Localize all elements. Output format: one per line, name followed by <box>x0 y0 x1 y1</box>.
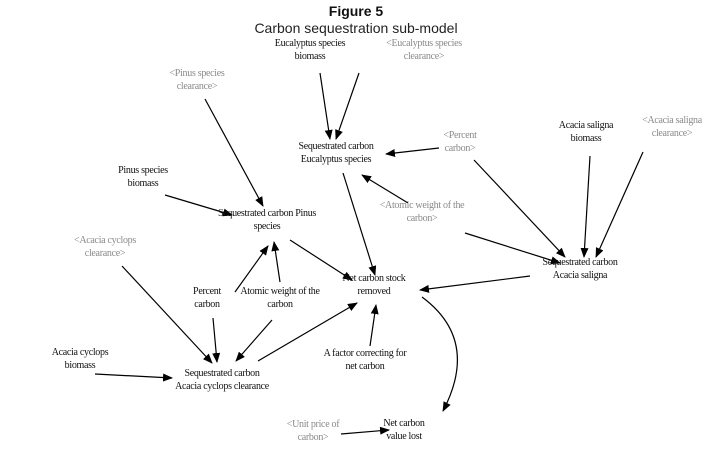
node-label-line: Acacia cyclops <box>51 347 109 358</box>
node-label-line: removed <box>357 286 391 297</box>
figure-title: Carbon sequestration sub-model <box>254 20 458 36</box>
node-euc-clear: <Eucalyptus species clearance> <box>386 37 462 63</box>
link-atomic-shadow-to-seq-euc <box>361 174 409 204</box>
link-factor-to-net-stock <box>369 304 379 347</box>
node-label-line: Percent <box>193 286 221 297</box>
link-pct-carbon-shadow-to-seq-euc <box>385 147 440 157</box>
node-seq-pinus: Sequestrated carbon Pinus species <box>218 207 316 233</box>
node-factor: A factor correcting for net carbon <box>324 347 407 373</box>
node-label-line: carbon <box>267 299 293 310</box>
link-atomic-to-seq-pinus <box>271 241 281 283</box>
node-net-stock: Net carbon stock removed <box>343 272 406 298</box>
node-label-line: Sequestrated carbon <box>542 257 618 268</box>
node-acacia-sal-biomass: Acacia saligna biomass <box>558 119 614 145</box>
node-pct-carbon-shadow: <Percent carbon> <box>443 129 477 155</box>
link-pct-carbon-to-seq-acacia-cyc <box>212 317 221 363</box>
node-label-line: carbon <box>194 299 220 310</box>
node-label-line: Pinus species <box>118 165 168 176</box>
link-atomic-shadow-to-seq-acacia-sal <box>464 232 561 265</box>
link-acacia-sal-biomass-to-seq-acacia-sal <box>580 155 591 258</box>
node-pinus-biomass: Pinus species biomass <box>118 164 168 190</box>
node-label-line: carbon> <box>444 143 476 154</box>
node-net-value: Net carbon value lost <box>383 417 424 443</box>
node-label-line: carbon> <box>297 432 329 443</box>
node-label-line: clearance> <box>84 248 126 259</box>
node-label-line: Atomic weight of the <box>240 286 320 297</box>
link-atomic-to-seq-acacia-cyc <box>235 319 273 362</box>
link-net-stock-to-net-value <box>421 296 458 412</box>
node-label-line: value lost <box>386 431 422 442</box>
node-label-line: net carbon <box>345 361 385 372</box>
node-label-line: Sequestrated carbon <box>184 368 260 379</box>
node-label-line: A factor correcting for <box>323 348 407 359</box>
node-label-line: clearance> <box>651 128 693 139</box>
link-pinus-biomass-to-seq-pinus <box>164 194 233 217</box>
node-label-line: Sequestrated carbon <box>298 141 374 152</box>
node-label-line: Net carbon <box>383 418 425 429</box>
node-pct-carbon: Percent carbon <box>193 285 221 311</box>
link-pct-carbon-to-seq-pinus <box>234 245 269 293</box>
node-label-line: <Atomic weight of the <box>379 200 465 211</box>
link-seq-acacia-cyc-to-net-stock <box>257 302 358 362</box>
node-acacia-cyc-clear: <Acacia cyclops clearance> <box>74 234 136 260</box>
link-seq-euc-to-net-stock <box>342 172 377 276</box>
node-label-line: biomass <box>570 133 602 144</box>
link-acacia-sal-clear-to-seq-acacia-sal <box>595 151 644 258</box>
node-label-line: Eucalyptus species <box>274 38 346 49</box>
link-unit-price-to-net-value <box>340 426 390 435</box>
link-acacia-cyc-clear-to-seq-acacia-cyc <box>121 265 213 364</box>
link-euc-biomass-to-seq-euc <box>319 72 333 140</box>
node-acacia-sal-clear: <Acacia saligna clearance> <box>642 114 702 140</box>
node-label-line: Acacia saligna <box>552 270 608 281</box>
node-label-line: <Acacia saligna <box>642 115 702 126</box>
node-pinus-clear: <Pinus species clearance> <box>169 67 224 93</box>
node-label-line: Acacia cyclops clearance <box>175 381 269 392</box>
node-label-line: <Eucalyptus species <box>386 38 462 49</box>
node-label-line: clearance> <box>403 51 445 62</box>
link-pct-carbon-shadow-to-seq-acacia-sal <box>473 159 566 258</box>
node-label-line: carbon> <box>406 213 438 224</box>
node-label-line: biomass <box>64 360 96 371</box>
link-pinus-clear-to-seq-pinus <box>204 98 264 207</box>
figure-number: Figure 5 <box>328 3 384 19</box>
node-label-line: species <box>253 221 281 232</box>
node-unit-price: <Unit price of carbon> <box>287 418 340 444</box>
node-label-line: Acacia saligna <box>558 120 614 131</box>
node-acacia-cyc-biomass: Acacia cyclops biomass <box>52 346 109 372</box>
node-label-line: <Unit price of <box>286 419 340 430</box>
node-atomic: Atomic weight of the carbon <box>240 285 320 311</box>
node-label-line: biomass <box>294 51 326 62</box>
link-seq-acacia-sal-to-net-stock <box>419 275 531 293</box>
node-label-line: <Percent <box>443 130 477 141</box>
link-acacia-cyc-biomass-to-seq-acacia-cyc <box>94 373 173 382</box>
node-label-line: biomass <box>127 178 159 189</box>
node-label-line: <Pinus species <box>169 68 225 79</box>
link-seq-pinus-to-net-stock <box>289 239 353 281</box>
link-euc-clear-to-seq-euc <box>335 72 360 140</box>
node-atomic-shadow: <Atomic weight of the carbon> <box>380 199 465 225</box>
node-label-line: <Acacia cyclops <box>74 235 136 246</box>
node-euc-biomass: Eucalyptus species biomass <box>274 37 346 63</box>
node-label-line: Net carbon stock <box>342 273 406 284</box>
node-label-line: Eucalyptus species <box>300 154 372 165</box>
node-label-line: clearance> <box>176 81 218 92</box>
node-label-line: Sequestrated carbon Pinus <box>217 208 317 219</box>
